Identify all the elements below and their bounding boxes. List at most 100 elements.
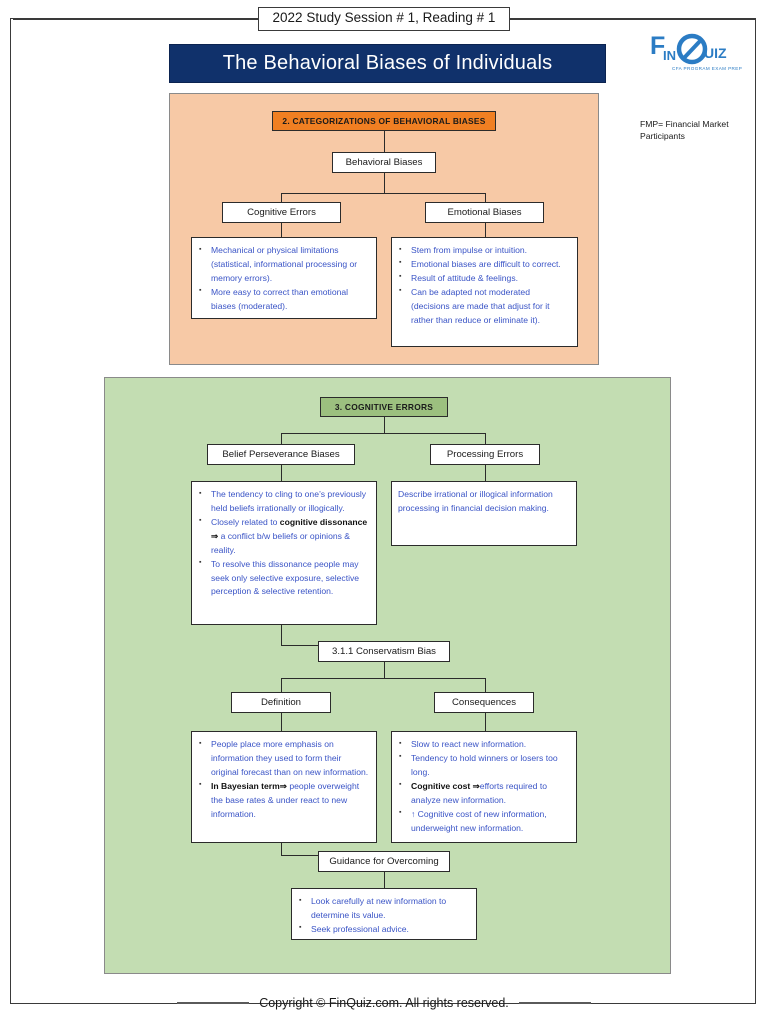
header-rule-left (12, 18, 258, 20)
page-title-text: The Behavioral Biases of Individuals (222, 52, 553, 74)
connector (281, 678, 485, 680)
list-item: Slow to react new information. (398, 738, 569, 752)
list-item: More easy to correct than emotional bias… (198, 285, 369, 314)
connector (383, 662, 385, 678)
svg-text:F: F (650, 32, 665, 60)
bullet-text-part: Closely related to (211, 516, 280, 527)
listbox-processing-errors: Describe irrational or illogical informa… (391, 481, 577, 546)
paragraph-text: Describe irrational or illogical informa… (398, 489, 553, 513)
connector (281, 193, 283, 202)
connector (383, 173, 385, 193)
connector (281, 678, 283, 692)
bullet-text: More easy to correct than emotional bias… (211, 286, 349, 311)
copyright-text: Copyright © FinQuiz.com. All rights rese… (259, 996, 509, 1010)
bullet-text: Tendency to hold winners or losers too l… (411, 752, 558, 777)
node-cognitive-errors: Cognitive Errors (222, 202, 341, 223)
list-item: Tendency to hold winners or losers too l… (398, 751, 569, 780)
bullet-text-emphasis: Cognitive cost ⇒ (411, 780, 480, 791)
node-consequences: Consequences (434, 692, 534, 713)
list-item: ↑ Cognitive cost of new information, und… (398, 807, 569, 836)
bullet-text: Seek professional advice. (311, 923, 409, 934)
bullet-list: People place more emphasis on informatio… (198, 738, 369, 822)
connector (281, 223, 283, 237)
list-item: Can be adapted not moderated (decisions … (398, 285, 570, 328)
bullet-list: Slow to react new information. Tendency … (398, 738, 569, 835)
finquiz-logo: F IN UIZ CFA PROGRAM EXAM PREP (648, 28, 752, 74)
connector (383, 417, 385, 433)
connector (281, 843, 283, 855)
bullet-text: Can be adapted not moderated (decisions … (411, 286, 550, 325)
listbox-belief-perseverance: The tendency to cling to one’s previousl… (191, 481, 377, 625)
bullet-text: Look carefully at new information to det… (311, 896, 447, 920)
list-item: Look carefully at new information to det… (298, 895, 469, 923)
connector (281, 433, 283, 444)
bullet-text: Stem from impulse or intuition. (411, 245, 528, 255)
bullet-text: To resolve this dissonance people may se… (211, 558, 360, 597)
connector (281, 465, 283, 481)
list-item: Emotional biases are difficult to correc… (398, 257, 570, 272)
session-label: 2022 Study Session # 1, Reading # 1 (257, 7, 511, 31)
list-item: Seek professional advice. (298, 922, 469, 937)
listbox-emotional-biases: Stem from impulse or intuition. Emotiona… (391, 237, 578, 347)
connector (484, 713, 486, 731)
bullet-list: Stem from impulse or intuition. Emotiona… (398, 244, 570, 328)
bullet-list: The tendency to cling to one’s previousl… (198, 488, 369, 599)
list-item: Cognitive cost ⇒efforts required to anal… (398, 779, 569, 808)
bullet-text: Result of attitude & feelings. (411, 272, 519, 283)
bullet-list: Mechanical or physical limitations (stat… (198, 244, 369, 314)
connector (484, 193, 486, 202)
listbox-cognitive-errors: Mechanical or physical limitations (stat… (191, 237, 377, 319)
fmp-note: FMP= Financial Market Participants (640, 119, 729, 142)
list-item: Stem from impulse or intuition. (398, 244, 570, 258)
connector (383, 131, 385, 152)
node-guidance-for-overcoming: Guidance for Overcoming (318, 851, 450, 872)
list-item: Result of attitude & feelings. (398, 271, 570, 286)
connector (281, 713, 283, 731)
node-definition: Definition (231, 692, 331, 713)
header-band: 2022 Study Session # 1, Reading # 1 (10, 6, 758, 32)
connector (281, 433, 485, 435)
connector (484, 465, 486, 481)
list-item: In Bayesian term⇒ people overweight the … (198, 779, 369, 822)
connector (484, 678, 486, 692)
section-panel-cognitive-errors (104, 377, 671, 974)
bullet-text-part: people overweight the base rates & under… (211, 780, 360, 819)
connector (281, 193, 485, 195)
svg-text:CFA PROGRAM EXAM PREP: CFA PROGRAM EXAM PREP (672, 66, 742, 71)
bullet-text: ↑ Cognitive cost of new information, und… (411, 808, 547, 833)
bullet-text: Emotional biases are difficult to correc… (411, 258, 561, 269)
bullet-text: People place more emphasis on informatio… (211, 739, 369, 777)
page-title: The Behavioral Biases of Individuals (169, 44, 606, 83)
node-belief-perseverance-biases: Belief Perseverance Biases (207, 444, 355, 465)
listbox-definition: People place more emphasis on informatio… (191, 731, 377, 843)
node-conservatism-bias: 3.1.1 Conservatism Bias (318, 641, 450, 662)
bullet-text-emphasis: cognitive dissonance ⇒ (211, 516, 368, 541)
bullet-text-part: a conflict b/w beliefs or opinions & rea… (211, 530, 351, 555)
bullet-text: The tendency to cling to one’s previousl… (211, 489, 367, 513)
footer-rule-right (518, 1002, 591, 1004)
svg-text:UIZ: UIZ (704, 45, 727, 61)
node-processing-errors: Processing Errors (430, 444, 540, 465)
bullet-text-emphasis: In Bayesian term⇒ (211, 780, 287, 791)
node-emotional-biases: Emotional Biases (425, 202, 544, 223)
listbox-guidance: Look carefully at new information to det… (291, 888, 477, 940)
bullet-text-part: efforts required to analyze new informat… (411, 780, 547, 805)
header-rule-right (510, 18, 756, 20)
list-item: To resolve this dissonance people may se… (198, 557, 369, 600)
svg-text:IN: IN (663, 48, 676, 63)
list-item: People place more emphasis on informatio… (198, 738, 369, 780)
connector (281, 625, 283, 645)
connector (484, 223, 486, 237)
footer-rule-left (177, 1002, 250, 1004)
bullet-text: Mechanical or physical limitations (stat… (211, 245, 358, 283)
list-item: Mechanical or physical limitations (stat… (198, 244, 369, 286)
bullet-list: Look carefully at new information to det… (298, 895, 469, 937)
list-item: Closely related to cognitive dissonance … (198, 515, 369, 558)
section-heading-cognitive-errors: 3. COGNITIVE ERRORS (320, 397, 448, 417)
section-heading-categorizations: 2. CATEGORIZATIONS OF BEHAVIORAL BIASES (272, 111, 496, 131)
bullet-text: Slow to react new information. (411, 739, 527, 749)
list-item: The tendency to cling to one’s previousl… (198, 488, 369, 516)
node-behavioral-biases: Behavioral Biases (332, 152, 436, 173)
connector (484, 433, 486, 444)
footer-band: Copyright © FinQuiz.com. All rights rese… (10, 990, 758, 1016)
